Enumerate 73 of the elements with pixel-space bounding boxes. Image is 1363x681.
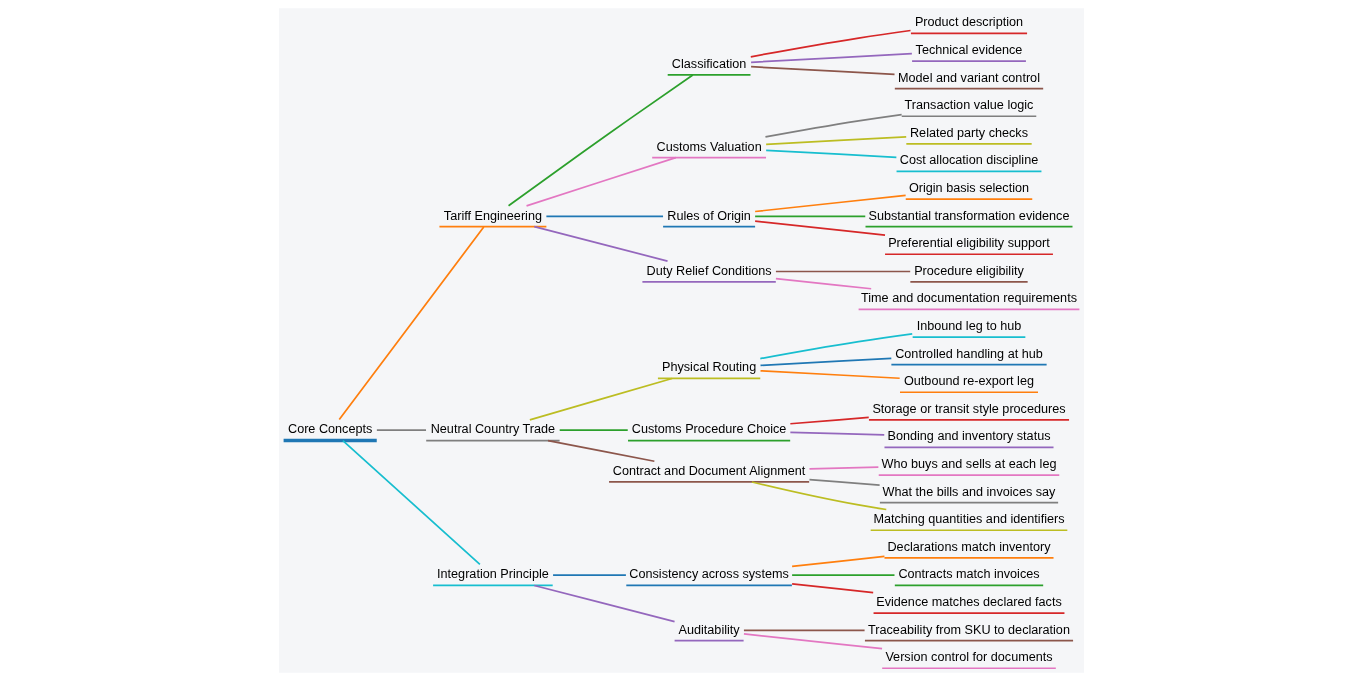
connector <box>759 369 901 380</box>
connector <box>759 333 914 360</box>
connector <box>743 633 883 650</box>
connector <box>775 277 873 290</box>
connector <box>791 574 896 576</box>
connector <box>547 439 656 463</box>
connector <box>533 584 676 623</box>
connector <box>754 215 867 218</box>
connector <box>507 74 694 207</box>
connector <box>558 429 629 432</box>
node-text: Tariff Engineering <box>443 208 542 223</box>
node-text: Integration Principle <box>437 567 549 582</box>
connector <box>750 65 896 76</box>
connector <box>376 429 427 432</box>
node-text: Customs Valuation <box>656 139 762 154</box>
connector <box>759 357 893 367</box>
node-text: Version control for documents <box>885 650 1053 665</box>
node-text: Bonding and inventory status <box>887 429 1051 444</box>
connector <box>791 555 886 568</box>
connector <box>743 629 866 632</box>
node-text: Duty Relief Conditions <box>646 263 772 278</box>
node-text: Rules of Origin <box>667 208 751 223</box>
connector <box>775 270 912 273</box>
connector <box>525 156 677 207</box>
node-text: Outbound re-export leg <box>904 374 1034 389</box>
connector <box>764 113 903 138</box>
node-text: Contracts match invoices <box>898 567 1040 582</box>
node-text: Who buys and sells at each leg <box>881 456 1057 471</box>
connector <box>808 478 881 487</box>
connector <box>342 439 481 566</box>
node-text: Classification <box>671 56 747 71</box>
node-text: Customs Procedure Choice <box>631 422 787 437</box>
node-text: Controlled handling at hub <box>895 346 1043 361</box>
connector <box>765 149 898 159</box>
node-text: Auditability <box>678 622 740 637</box>
connector <box>552 574 627 576</box>
connector <box>545 215 664 218</box>
node-text: Core Concepts <box>288 422 373 437</box>
node-text: Neutral Country Trade <box>430 422 556 437</box>
connector <box>789 416 870 425</box>
node-text: Model and variant control <box>898 70 1040 85</box>
node-text: Time and documentation requirements <box>861 291 1077 306</box>
node-text: Technical evidence <box>915 42 1023 57</box>
connector <box>754 194 907 213</box>
connector <box>765 135 908 146</box>
node-text: Transaction value logic <box>904 98 1034 113</box>
node-text: Cost allocation discipline <box>899 153 1039 168</box>
node-text: Substantial transformation evidence <box>868 208 1070 223</box>
node-text: Origin basis selection <box>908 180 1030 195</box>
node-text: Declarations match inventory <box>887 539 1051 554</box>
connector <box>751 481 888 511</box>
node-text: Evidence matches declared facts <box>876 594 1062 609</box>
connector <box>749 29 912 58</box>
node-text: Product description <box>914 15 1024 30</box>
connector <box>808 466 880 470</box>
node-text: Related party checks <box>909 125 1029 140</box>
connector <box>533 225 669 262</box>
node-text: Consistency across systems <box>629 567 789 582</box>
node-text: Physical Routing <box>662 360 757 375</box>
connector <box>754 220 886 236</box>
connector <box>791 583 875 594</box>
node-text: Inbound leg to hub <box>916 318 1022 333</box>
node-text: Preferential eligibility support <box>888 236 1050 251</box>
node-text: Traceability from SKU to declaration <box>868 622 1070 637</box>
node-text: Contract and Document Alignment <box>612 463 806 478</box>
node-text: Procedure eligibility <box>914 263 1024 278</box>
connector <box>750 52 913 64</box>
connector <box>529 377 673 421</box>
node-text: Matching quantities and identifiers <box>873 512 1065 527</box>
node-text: Storage or transit style procedures <box>872 401 1066 416</box>
connector <box>789 431 886 436</box>
connector <box>338 226 485 421</box>
node-text: What the bills and invoices say <box>882 484 1056 499</box>
